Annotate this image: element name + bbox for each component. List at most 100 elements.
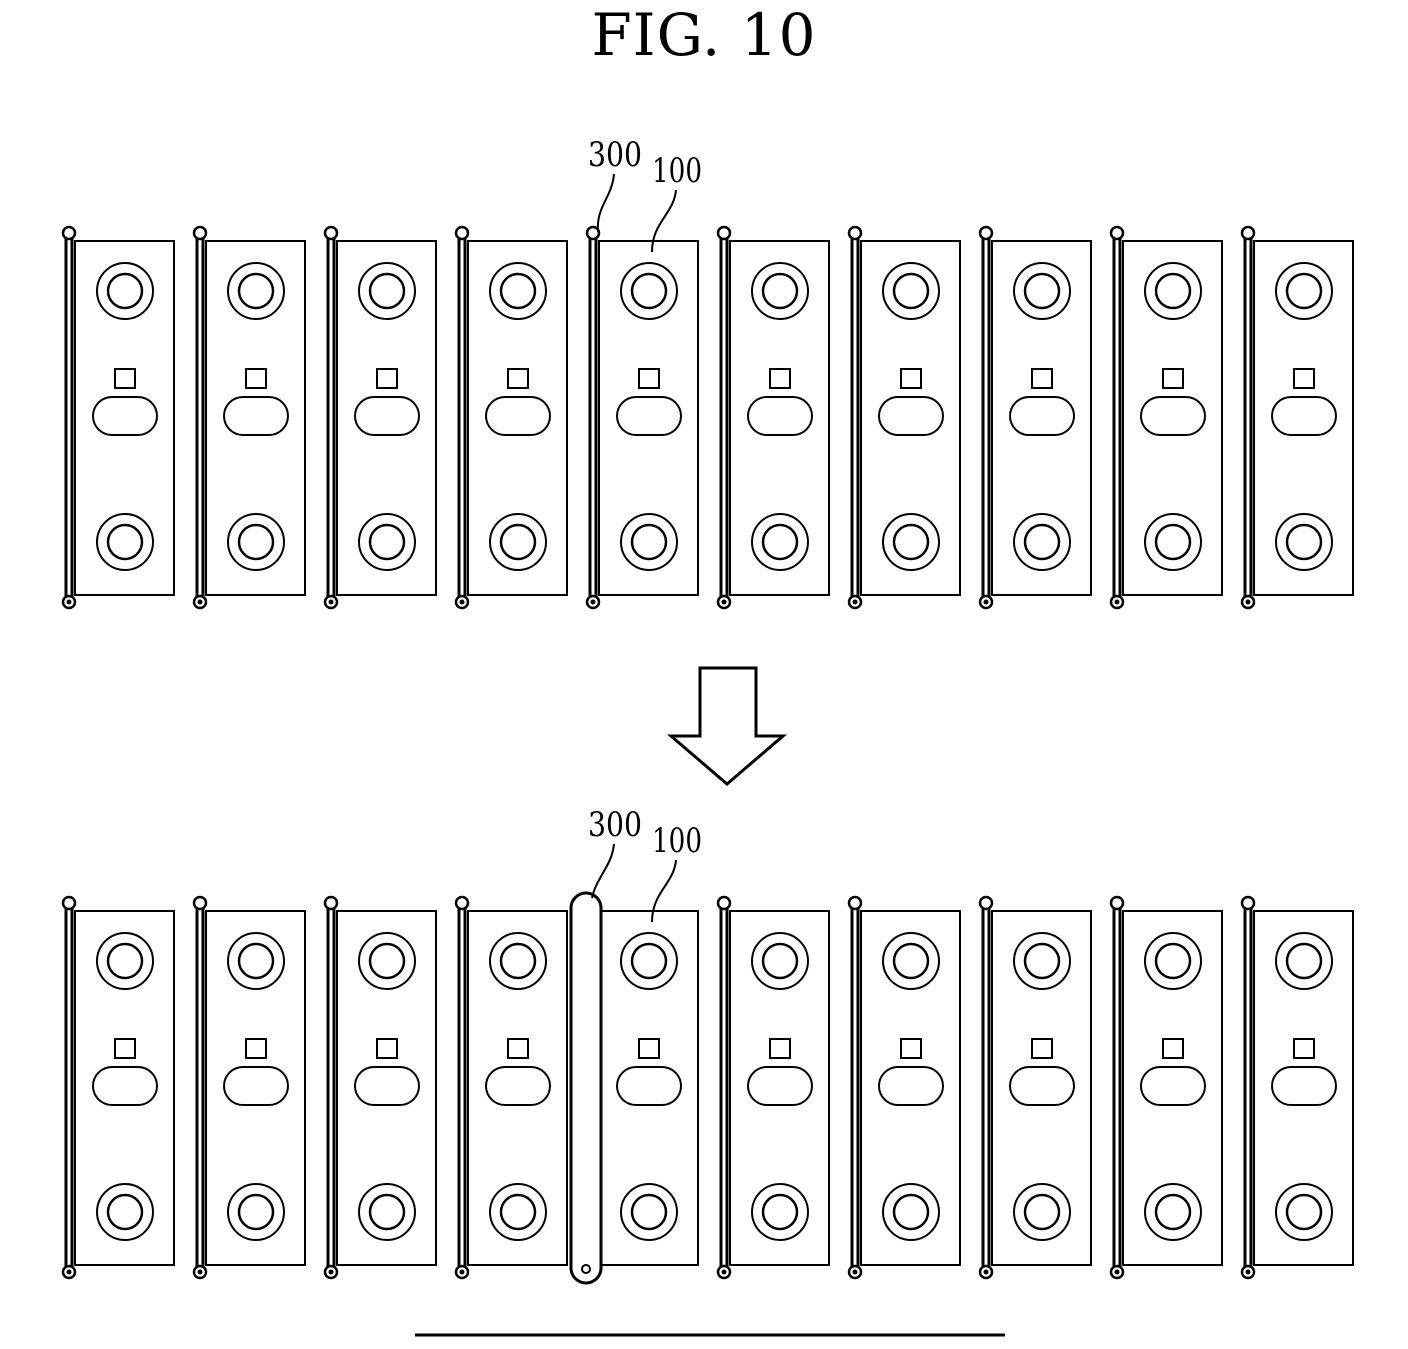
cell-unit bbox=[718, 227, 829, 608]
cell-unit bbox=[456, 897, 567, 1278]
spacer-bottom-cap-dot bbox=[67, 1270, 72, 1275]
spacer-top-cap bbox=[194, 897, 206, 909]
square-marker bbox=[770, 369, 790, 388]
square-marker bbox=[377, 1039, 397, 1058]
panel-after-expansion bbox=[63, 893, 1353, 1283]
square-marker bbox=[1163, 1039, 1183, 1058]
square-marker bbox=[1163, 369, 1183, 388]
oval-slot bbox=[748, 397, 812, 435]
spacer-top-cap bbox=[1111, 897, 1123, 909]
spacer-bottom-cap-dot bbox=[1115, 600, 1120, 605]
spacer-top-cap bbox=[325, 227, 337, 239]
spacer-top-cap bbox=[456, 227, 468, 239]
oval-slot bbox=[224, 397, 288, 435]
cell-unit bbox=[325, 897, 436, 1278]
spacer-top-cap bbox=[194, 227, 206, 239]
oval-slot bbox=[93, 397, 157, 435]
spacer-bottom-cap-dot bbox=[460, 1270, 465, 1275]
spacer-bottom-cap-dot bbox=[329, 600, 334, 605]
label-cell-bottom: 100 bbox=[652, 821, 702, 861]
panel-before-expansion bbox=[63, 227, 1353, 608]
square-marker bbox=[1032, 369, 1052, 388]
label-spacer-bottom: 300 bbox=[588, 805, 642, 845]
cell-unit bbox=[1242, 897, 1353, 1278]
oval-slot bbox=[617, 1067, 681, 1105]
cell-unit bbox=[718, 897, 829, 1278]
oval-slot bbox=[355, 397, 419, 435]
oval-slot bbox=[486, 1067, 550, 1105]
square-marker bbox=[1294, 369, 1314, 388]
spacer-bottom-cap-dot bbox=[591, 600, 596, 605]
spacer-top-cap bbox=[325, 897, 337, 909]
spacer-bottom-cap-dot bbox=[722, 1270, 727, 1275]
square-marker bbox=[377, 369, 397, 388]
spacer-top-cap bbox=[980, 897, 992, 909]
leader-line-spacer-bottom bbox=[592, 844, 614, 898]
square-marker bbox=[901, 369, 921, 388]
cell-unit bbox=[1111, 897, 1222, 1278]
oval-slot bbox=[93, 1067, 157, 1105]
square-marker bbox=[246, 369, 266, 388]
spacer-bottom-cap-dot bbox=[198, 1270, 203, 1275]
oval-slot bbox=[1141, 1067, 1205, 1105]
spacer-bottom-cap-dot bbox=[329, 1270, 334, 1275]
spacer-bottom-cap-dot bbox=[460, 600, 465, 605]
down-arrow-icon bbox=[671, 668, 783, 784]
spacer-top-cap bbox=[849, 227, 861, 239]
cell-unit bbox=[571, 893, 698, 1283]
oval-slot bbox=[1272, 397, 1336, 435]
cell-unit bbox=[980, 897, 1091, 1278]
cell-unit bbox=[1242, 227, 1353, 608]
cell-unit bbox=[63, 227, 174, 608]
spacer-bottom-cap-dot bbox=[984, 1270, 989, 1275]
spacer-bottom-cap-dot bbox=[853, 600, 858, 605]
oval-slot bbox=[1272, 1067, 1336, 1105]
oval-slot bbox=[879, 397, 943, 435]
cell-unit bbox=[63, 897, 174, 1278]
cell-unit bbox=[194, 897, 305, 1278]
square-marker bbox=[246, 1039, 266, 1058]
cell-unit bbox=[849, 227, 960, 608]
square-marker bbox=[115, 369, 135, 388]
spacer-top-cap bbox=[63, 227, 75, 239]
label-cell-top: 100 bbox=[652, 151, 702, 191]
spacer-top-cap bbox=[1111, 227, 1123, 239]
oval-slot bbox=[748, 1067, 812, 1105]
oval-slot bbox=[486, 397, 550, 435]
spacer-bottom-cap-dot bbox=[984, 600, 989, 605]
square-marker bbox=[508, 1039, 528, 1058]
label-spacer-top: 300 bbox=[588, 135, 642, 175]
spacer-bottom-cap-dot bbox=[722, 600, 727, 605]
cell-unit bbox=[456, 227, 567, 608]
square-marker bbox=[1032, 1039, 1052, 1058]
spacer-top-cap bbox=[1242, 227, 1254, 239]
spacer-bottom-cap-dot bbox=[198, 600, 203, 605]
spacer-bottom-cap-dot bbox=[67, 600, 72, 605]
spacer-bottom-cap-dot bbox=[1115, 1270, 1120, 1275]
spacer-top-cap bbox=[718, 897, 730, 909]
square-marker bbox=[1294, 1039, 1314, 1058]
oval-slot bbox=[1010, 1067, 1074, 1105]
square-marker bbox=[115, 1039, 135, 1058]
cell-unit bbox=[1111, 227, 1222, 608]
spacer-top-cap bbox=[1242, 897, 1254, 909]
top-reference-labels: 300 100 bbox=[588, 135, 702, 252]
cell-unit bbox=[194, 227, 305, 608]
oval-slot bbox=[879, 1067, 943, 1105]
oval-slot bbox=[355, 1067, 419, 1105]
square-marker bbox=[639, 369, 659, 388]
spacer-bottom-cap-dot bbox=[1246, 600, 1251, 605]
cell-unit bbox=[587, 227, 698, 608]
cell-unit bbox=[325, 227, 436, 608]
oval-slot bbox=[224, 1067, 288, 1105]
spacer-bottom-cap-dot bbox=[853, 1270, 858, 1275]
leader-line-spacer-top bbox=[598, 174, 614, 232]
cell-unit bbox=[980, 227, 1091, 608]
bottom-reference-labels: 300 100 bbox=[588, 805, 702, 922]
spacer-bottom-cap-dot bbox=[1246, 1270, 1251, 1275]
square-marker bbox=[639, 1039, 659, 1058]
expanded-spacer bbox=[571, 893, 601, 1283]
cell-unit bbox=[849, 897, 960, 1278]
oval-slot bbox=[1010, 397, 1074, 435]
